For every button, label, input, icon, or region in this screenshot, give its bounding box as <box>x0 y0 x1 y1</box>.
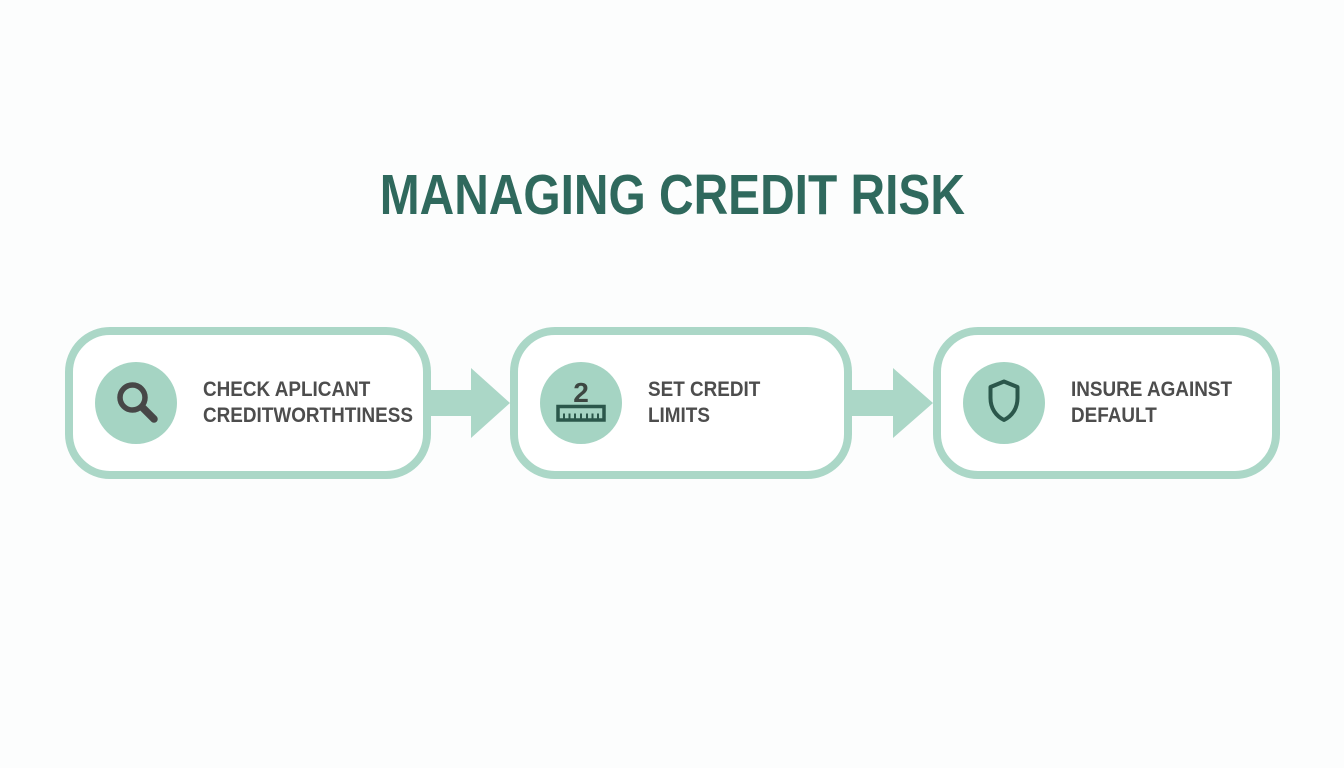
step-icon-circle <box>963 362 1045 444</box>
step-icon-circle <box>95 362 177 444</box>
flow-arrow-icon <box>852 368 933 438</box>
process-flow: CHECK APLICANT CREDITWORTHTINESS 2 <box>65 327 1280 479</box>
step-label-line: SET CREDIT <box>648 378 761 401</box>
magnifier-icon <box>113 378 159 429</box>
step-label: SET CREDIT LIMITS <box>648 377 760 429</box>
flow-arrow-icon <box>431 368 510 438</box>
step-icon-circle: 2 <box>540 362 622 444</box>
ruler-icon: 2 <box>556 377 606 429</box>
step-card-insure-against-default: INSURE AGAINST DEFAULT <box>933 327 1280 479</box>
step-label-line: INSURE AGAINST <box>1071 378 1233 401</box>
step-card-set-credit-limits: 2 SET CREDIT LIMITS <box>510 327 852 479</box>
step-label: CHECK APLICANT CREDITWORTHTINESS <box>203 377 413 429</box>
page-title: MANAGING CREDIT RISK <box>0 162 1344 228</box>
step-label: INSURE AGAINST DEFAULT <box>1071 377 1232 429</box>
step-label-line: CREDITWORTHTINESS <box>203 404 413 427</box>
page-title-text: MANAGING CREDIT RISK <box>379 163 965 227</box>
step-card-check-creditworthiness: CHECK APLICANT CREDITWORTHTINESS <box>65 327 431 479</box>
ruler-icon-number: 2 <box>573 378 589 408</box>
step-label-line: DEFAULT <box>1071 404 1157 427</box>
step-label-line: LIMITS <box>648 404 710 427</box>
step-label-line: CHECK APLICANT <box>203 378 371 401</box>
shield-icon <box>983 379 1025 428</box>
